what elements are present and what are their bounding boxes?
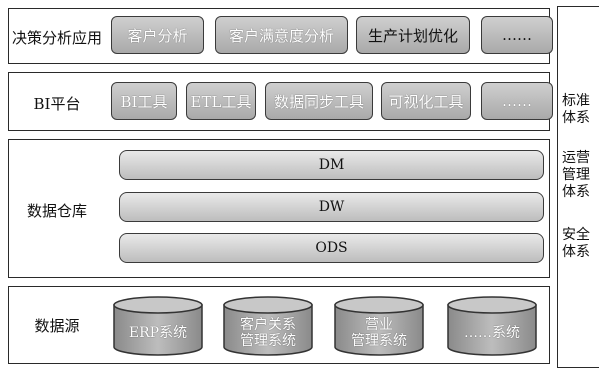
warehouse-layer: 数据仓库 DM DW ODS bbox=[8, 139, 550, 278]
dm-bar: DM bbox=[119, 150, 544, 180]
dw-bar: DW bbox=[119, 192, 544, 222]
bi-layer-label: BI平台 bbox=[33, 95, 81, 113]
etl-tool-box: ETL工具 bbox=[186, 82, 256, 120]
bi-tool-box: BI工具 bbox=[111, 82, 177, 120]
decision-layer-label: 决策分析应用 bbox=[11, 29, 102, 47]
sources-layer: 数据源 ERP系统 客户关系 管理系统 bbox=[8, 286, 550, 364]
bi-layer: BI平台 BI工具 ETL工具 数据同步工具 可视化工具 …… bbox=[8, 72, 553, 131]
business-system-cylinder: 营业 管理系统 bbox=[333, 295, 425, 357]
ods-bar: ODS bbox=[119, 233, 544, 263]
operation-management-system-label: 运营 管理 体系 bbox=[562, 150, 590, 200]
other-system-label: ……系统 bbox=[464, 325, 520, 341]
decision-more-box: …… bbox=[481, 16, 553, 54]
decision-layer: 决策分析应用 客户分析 客户满意度分析 生产计划优化 …… bbox=[8, 8, 553, 64]
production-plan-box: 生产计划优化 bbox=[356, 16, 470, 54]
visualization-tool-box: 可视化工具 bbox=[381, 82, 471, 120]
bi-more-box: …… bbox=[481, 82, 553, 120]
crm-system-label: 客户关系 管理系统 bbox=[240, 317, 296, 349]
crm-system-cylinder: 客户关系 管理系统 bbox=[222, 295, 314, 357]
data-sync-tool-box: 数据同步工具 bbox=[265, 82, 373, 120]
erp-system-cylinder: ERP系统 bbox=[112, 295, 204, 357]
other-system-cylinder: ……系统 bbox=[446, 295, 538, 357]
business-system-label: 营业 管理系统 bbox=[351, 317, 407, 349]
standard-system-label: 标准 体系 bbox=[562, 93, 590, 126]
security-system-label: 安全 体系 bbox=[562, 227, 590, 260]
customer-analysis-box: 客户分析 bbox=[111, 16, 204, 54]
sources-layer-label: 数据源 bbox=[34, 317, 80, 335]
side-systems-column: 标准 体系 运营 管理 体系 安全 体系 bbox=[557, 6, 599, 368]
warehouse-layer-label: 数据仓库 bbox=[26, 202, 87, 220]
satisfaction-analysis-box: 客户满意度分析 bbox=[215, 16, 348, 54]
erp-system-label: ERP系统 bbox=[128, 325, 188, 341]
